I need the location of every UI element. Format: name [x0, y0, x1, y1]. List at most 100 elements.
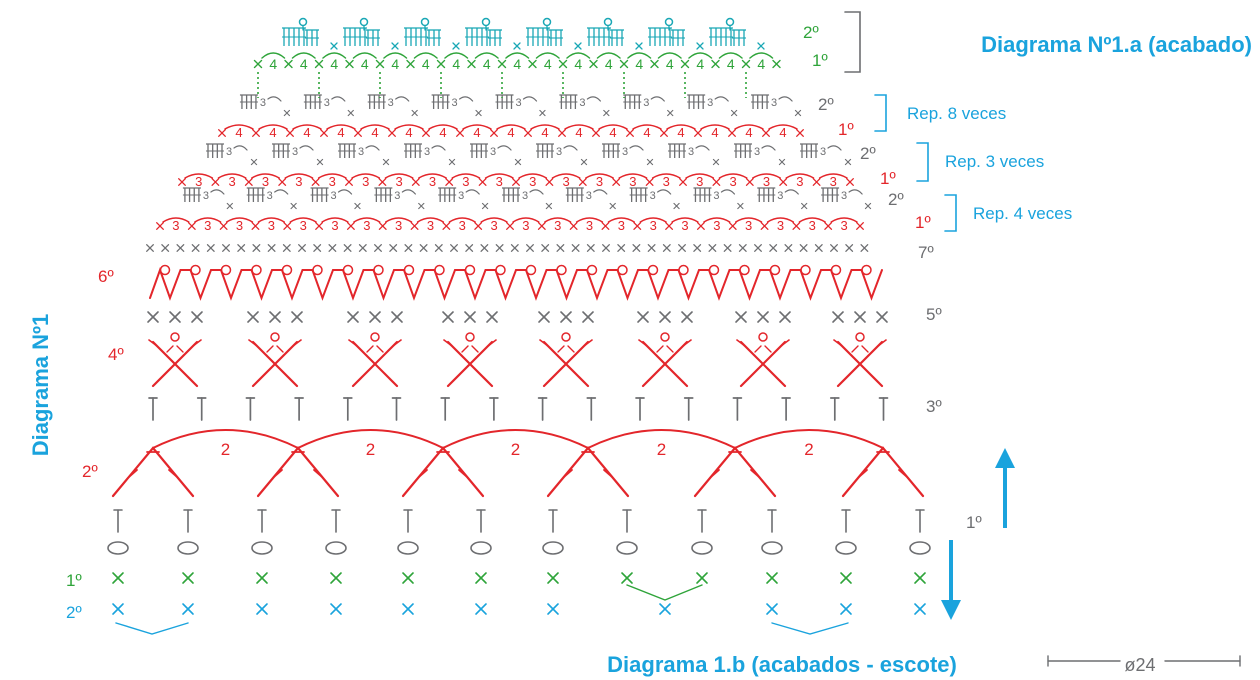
x-stitch	[514, 158, 522, 166]
treble-stitch	[586, 397, 597, 421]
picot-ring	[251, 264, 262, 276]
treble-stitch	[767, 509, 777, 533]
treble-fan	[610, 29, 624, 46]
chain-arc	[657, 52, 682, 59]
stitch-count: 4	[643, 125, 650, 140]
main-diagram-title: Diagrama Nº1	[28, 314, 53, 457]
treble-stitch	[331, 509, 341, 533]
x-stitch	[621, 572, 633, 584]
x-stitch	[647, 244, 656, 252]
cross-stitch-arm	[641, 340, 689, 388]
x-stitch	[578, 178, 587, 186]
x-stitch	[571, 244, 580, 252]
treble-stitch	[622, 509, 632, 533]
stitch-count: 4	[391, 56, 399, 72]
chain-arc	[224, 124, 254, 130]
stitch-count: 3	[841, 190, 847, 202]
stitch-count: 4	[507, 125, 514, 140]
treble-stitch	[697, 509, 707, 533]
x-stitch	[418, 202, 425, 210]
treble-stitch	[245, 397, 256, 421]
treble-fan	[427, 29, 441, 46]
x-stitch	[574, 42, 582, 50]
picot-ring	[373, 264, 384, 276]
chain-oval	[397, 541, 419, 555]
x-stitch	[406, 59, 415, 69]
x-stitch	[528, 59, 537, 69]
stitch-count: 3	[424, 146, 430, 158]
x-stitch	[667, 109, 674, 117]
x-stitch	[410, 222, 419, 230]
v-stitch-fan	[693, 446, 777, 498]
treble-stitch	[915, 509, 925, 533]
x-stitch	[799, 244, 808, 252]
x-stitch	[506, 222, 514, 230]
treble-fan	[374, 187, 393, 202]
stitch-count: 4	[779, 125, 786, 140]
chain-arc	[505, 52, 530, 59]
chain-arc	[607, 217, 636, 223]
x-stitch	[374, 244, 382, 252]
cross-tick	[166, 345, 174, 353]
chain-arc	[267, 96, 282, 102]
treble-fan	[549, 29, 563, 46]
x-stitch	[391, 311, 403, 323]
stitch-count: 3	[777, 218, 784, 233]
chain-arc	[714, 96, 729, 102]
chain-arc	[413, 52, 438, 59]
stitch-count: 4	[757, 56, 765, 72]
chain-arc	[734, 124, 764, 130]
picot-ring	[647, 264, 659, 276]
chain-arc	[618, 173, 648, 179]
stitch-count: 3	[629, 174, 636, 189]
stitch-count: 3	[459, 218, 466, 233]
chain-count: 2	[221, 440, 230, 459]
chain-arc	[326, 124, 356, 130]
stitch-count: 4	[439, 125, 446, 140]
chain-oval	[909, 541, 931, 555]
chain-arc	[785, 173, 815, 179]
row-label-7: 7º	[918, 243, 934, 262]
v-stitch-fan	[111, 446, 195, 498]
x-stitch	[856, 222, 864, 230]
chain-arc	[512, 217, 540, 223]
stitch-count: 4	[605, 56, 613, 72]
neck-join-line	[626, 584, 703, 601]
x-stitch	[411, 178, 420, 186]
cross-tick	[666, 345, 674, 353]
x-stitch	[475, 109, 482, 117]
cross-tick	[248, 339, 258, 347]
chain-arc	[749, 52, 774, 59]
chain-arc	[766, 217, 795, 223]
x-stitch	[486, 311, 498, 323]
v-tick	[858, 469, 868, 478]
treble-stitch	[635, 397, 645, 421]
stitch-count: 3	[363, 218, 370, 233]
cross-tick	[736, 339, 746, 347]
stitch-count: 3	[618, 218, 625, 233]
treble-fan	[310, 187, 329, 202]
x-stitch	[442, 222, 451, 230]
stitch-count: 3	[458, 190, 464, 202]
x-stitch	[345, 178, 353, 186]
chain-arc	[798, 217, 826, 223]
x-stitch	[176, 244, 185, 252]
cross-tick	[192, 339, 202, 347]
x-stitch	[282, 244, 291, 252]
stitch-count: 3	[394, 190, 400, 202]
chain-arc	[734, 429, 884, 449]
x-stitch	[147, 311, 159, 323]
stitch-count: 3	[777, 190, 783, 202]
x-stitch	[681, 311, 693, 323]
bracket	[916, 142, 929, 182]
stitch-count: 3	[796, 174, 803, 189]
x-stitch	[601, 222, 610, 230]
chain-arc	[651, 173, 681, 179]
picot-ring	[465, 332, 475, 342]
x-stitch	[673, 202, 680, 210]
x-stitch	[481, 202, 489, 210]
x-stitch	[617, 244, 626, 252]
row-label-neck-2: 2º	[66, 603, 82, 622]
cross-tick	[487, 339, 497, 347]
x-stitch	[794, 109, 802, 117]
